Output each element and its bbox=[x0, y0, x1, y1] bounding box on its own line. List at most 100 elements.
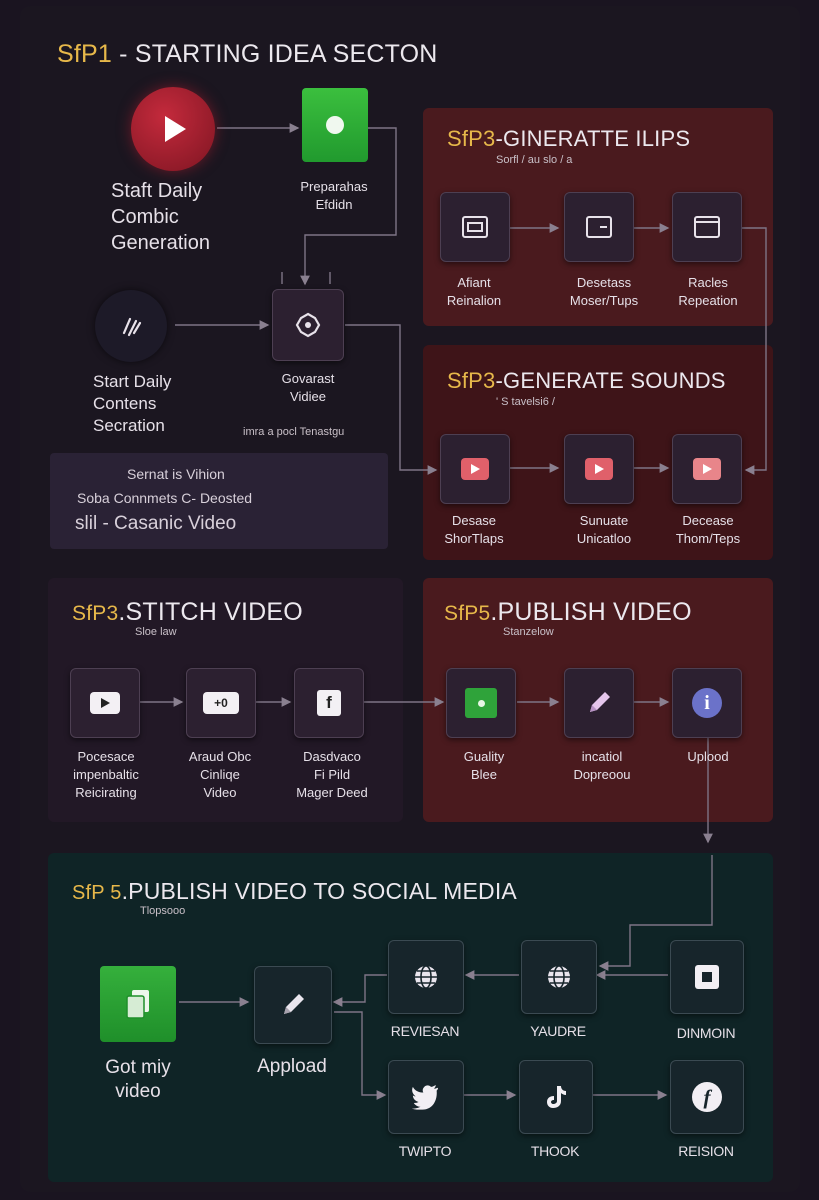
stitch-label-3: Dasdvaco Fi Pild Mager Deed bbox=[296, 749, 368, 800]
sounds-heading: SfP3-GENERATE SOUNDS bbox=[447, 368, 726, 394]
sounds-sub: ' S tavelsi6 / bbox=[496, 396, 555, 408]
pencil-icon bbox=[590, 692, 610, 712]
stitch-node-1[interactable] bbox=[70, 668, 140, 738]
sound-node-3[interactable] bbox=[672, 434, 742, 504]
reision-label: REISION bbox=[678, 1143, 734, 1159]
green-square-icon bbox=[465, 688, 497, 718]
stitch-sub: Sloe law bbox=[135, 626, 177, 638]
publish-sub: Stanzelow bbox=[503, 626, 554, 638]
reviesan-node[interactable] bbox=[388, 940, 464, 1014]
note-line-1: Sernat is Vihion bbox=[127, 466, 225, 482]
appload-label: Appload bbox=[257, 1056, 327, 1077]
note-line-3: slil - Casanic Video bbox=[75, 513, 237, 534]
stitch-node-3[interactable]: f bbox=[294, 668, 364, 738]
play-icon bbox=[585, 458, 613, 480]
screen-icon bbox=[586, 216, 612, 238]
thook-label: THOOK bbox=[530, 1143, 580, 1159]
sound-node-2[interactable] bbox=[564, 434, 634, 504]
archive-icon bbox=[462, 216, 488, 238]
appload-node[interactable] bbox=[254, 966, 332, 1044]
social-title: .PUBLISH VIDEO TO SOCIAL MEDIA bbox=[121, 878, 517, 904]
stitch-heading: SfP3.STITCH VIDEO bbox=[72, 598, 303, 627]
add-icon: +0 bbox=[203, 692, 239, 714]
start-daily-comic-label: Staft Daily Combic Generation bbox=[111, 180, 210, 254]
publish-node-3[interactable]: i bbox=[672, 668, 742, 738]
globe-icon bbox=[548, 965, 570, 989]
sound-label-2: Sunuate Unicatloo bbox=[576, 513, 632, 546]
reviesan-label: REVIESAN bbox=[390, 1023, 460, 1039]
play-icon bbox=[693, 458, 721, 480]
twipto-node[interactable] bbox=[388, 1060, 464, 1134]
reision-node[interactable]: f bbox=[670, 1060, 744, 1134]
publish-title: .PUBLISH VIDEO bbox=[490, 598, 692, 626]
stitch-label-2: Araud Obc Cinliqe Video bbox=[188, 749, 252, 800]
dinmoin-node[interactable] bbox=[670, 940, 744, 1014]
got-video-node[interactable] bbox=[100, 966, 176, 1042]
stitch-label-1: Pocesace impenbaltic Reicirating bbox=[73, 749, 139, 800]
social-sub: Tlopsooo bbox=[140, 905, 186, 917]
publish-label-1: Guality Blee bbox=[463, 749, 505, 782]
publish-step: SfP5 bbox=[444, 602, 491, 625]
dinmoin-label: DINMOIN bbox=[676, 1025, 736, 1041]
generate-video-label: Govarast Vidiee bbox=[281, 371, 335, 404]
play-icon bbox=[165, 116, 186, 142]
clip-label-1: Afiant Reinalion bbox=[446, 275, 502, 308]
clips-sub: Sorfl / au slo / a bbox=[496, 154, 573, 166]
step1-number: SfP1 bbox=[57, 40, 112, 68]
clips-title: -GINERATTE ILIPS bbox=[495, 126, 691, 151]
stitch-node-2[interactable]: +0 bbox=[186, 668, 256, 738]
clip-label-2: Desetass Moser/Tups bbox=[569, 275, 639, 308]
clips-heading: SfP3-GINERATTE ILIPS bbox=[447, 126, 690, 152]
clip-label-3: Racles Repeation bbox=[678, 275, 738, 308]
publish-label-3: Uplood bbox=[687, 749, 729, 764]
social-step: SfP 5 bbox=[72, 882, 122, 904]
pencil-icon bbox=[284, 994, 304, 1014]
sounds-title: -GENERATE SOUNDS bbox=[495, 368, 726, 393]
sound-label-3: Decease Thom/Teps bbox=[675, 513, 741, 546]
globe-icon bbox=[415, 965, 437, 989]
gear-icon bbox=[295, 312, 321, 338]
note-panel bbox=[50, 453, 388, 549]
sparkle-icon bbox=[122, 317, 142, 337]
sound-node-1[interactable] bbox=[440, 434, 510, 504]
twitter-bird-icon bbox=[411, 1084, 438, 1110]
publish-label-2: incatiol Dopreoou bbox=[573, 749, 631, 782]
file-icon: f bbox=[317, 690, 341, 716]
publish-node-2[interactable] bbox=[564, 668, 634, 738]
step1-title: - STARTING IDEA SECTON bbox=[112, 40, 438, 68]
window-icon bbox=[694, 216, 720, 238]
preparation-node[interactable] bbox=[302, 88, 368, 162]
yaudre-node[interactable] bbox=[521, 940, 597, 1014]
clip-node-2[interactable] bbox=[564, 192, 634, 262]
info-icon: i bbox=[692, 688, 722, 718]
social-heading: SfP 5.PUBLISH VIDEO TO SOCIAL MEDIA bbox=[72, 878, 517, 905]
stop-square-icon bbox=[695, 965, 719, 989]
tiktok-note-icon bbox=[547, 1086, 566, 1108]
clip-node-1[interactable] bbox=[440, 192, 510, 262]
publish-heading: SfP5.PUBLISH VIDEO bbox=[444, 598, 692, 627]
publish-node-1[interactable] bbox=[446, 668, 516, 738]
play-button-node[interactable] bbox=[131, 87, 215, 171]
sound-label-1: Desase ShorTlaps bbox=[444, 513, 504, 546]
got-video-label: Got miy video bbox=[105, 1057, 171, 1102]
dot-icon bbox=[326, 116, 344, 134]
stitch-step: SfP3 bbox=[72, 602, 119, 625]
spark-node[interactable] bbox=[95, 290, 167, 362]
video-play-icon bbox=[90, 692, 120, 714]
thook-node[interactable] bbox=[519, 1060, 593, 1134]
preparation-label: Preparahas Efdidn bbox=[300, 179, 368, 212]
stitch-title: .STITCH VIDEO bbox=[118, 598, 303, 626]
generate-video-node[interactable] bbox=[272, 289, 344, 361]
step1-heading: SfP1 - STARTING IDEA SECTON bbox=[57, 40, 438, 69]
yaudre-label: YAUDRE bbox=[530, 1023, 586, 1039]
sounds-step: SfP3 bbox=[447, 368, 496, 393]
clip-node-3[interactable] bbox=[672, 192, 742, 262]
clips-step: SfP3 bbox=[447, 126, 496, 151]
copy-icon bbox=[126, 990, 149, 1019]
play-icon bbox=[461, 458, 489, 480]
generate-video-caption: imra a pocl Tenastgu bbox=[243, 426, 345, 438]
twipto-label: TWIPTO bbox=[398, 1143, 452, 1159]
facebook-icon: f bbox=[692, 1082, 722, 1112]
start-daily-contents-label: Start Daily Contens Secration bbox=[93, 372, 172, 435]
